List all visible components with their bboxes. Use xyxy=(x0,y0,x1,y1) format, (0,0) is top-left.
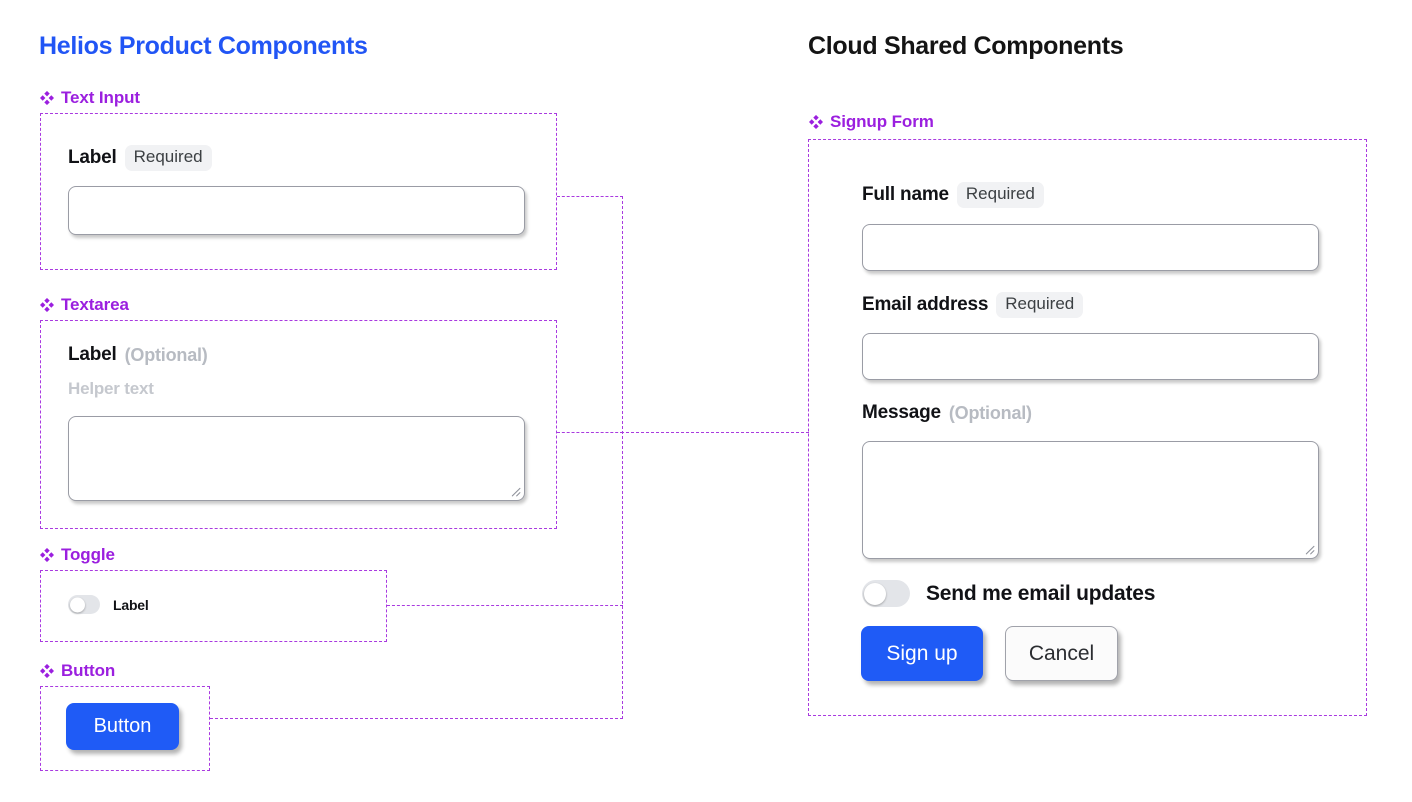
connector-to-signup-form xyxy=(621,432,809,433)
toggle-knob xyxy=(70,597,85,612)
textarea-helper-text: Helper text xyxy=(68,379,154,398)
connector-trunk-vertical xyxy=(622,196,623,719)
cancel-button[interactable]: Cancel xyxy=(1005,626,1118,681)
message-label-row: Message (Optional) xyxy=(862,402,1032,424)
section-label-text: Button xyxy=(61,661,116,680)
component-diamond-icon xyxy=(809,115,823,129)
message-label: Message xyxy=(862,402,941,423)
section-label-text: Textarea xyxy=(61,295,129,314)
message-textarea[interactable] xyxy=(862,441,1319,559)
full-name-input[interactable] xyxy=(862,224,1319,271)
email-label-row: Email address Required xyxy=(862,292,1084,318)
resize-grip-icon[interactable] xyxy=(1302,542,1315,555)
component-diamond-icon xyxy=(40,664,54,678)
email-updates-label: Send me email updates xyxy=(926,581,1156,605)
section-label-text: Text Input xyxy=(61,88,140,107)
connector-button-horizontal xyxy=(210,718,623,719)
frame-signup-form xyxy=(808,139,1367,716)
full-name-label-row: Full name Required xyxy=(862,182,1044,208)
textarea-optional-tag: (Optional) xyxy=(124,344,208,365)
component-diamond-icon xyxy=(40,91,54,105)
text-input-label: Label xyxy=(68,146,117,168)
email-input[interactable] xyxy=(862,333,1319,380)
component-diamond-icon xyxy=(40,548,54,562)
connector-textarea-horizontal xyxy=(557,432,623,433)
textarea-field[interactable] xyxy=(68,416,525,501)
text-input-label-row: Label Required xyxy=(68,145,212,171)
section-label-text-input: Text Input xyxy=(40,88,140,108)
demo-button[interactable]: Button xyxy=(66,703,179,750)
frame-button xyxy=(40,686,210,771)
resize-grip-icon[interactable] xyxy=(508,484,521,497)
connector-text-input-horizontal xyxy=(557,196,623,197)
email-updates-knob xyxy=(864,582,886,605)
section-label-text: Toggle xyxy=(61,545,115,564)
component-diamond-icon xyxy=(40,298,54,312)
email-updates-switch[interactable] xyxy=(862,580,910,607)
section-label-button: Button xyxy=(40,661,115,681)
frame-toggle xyxy=(40,570,387,642)
section-label-text: Signup Form xyxy=(830,112,934,131)
email-label: Email address xyxy=(862,293,989,315)
full-name-required-badge: Required xyxy=(956,182,1044,208)
toggle-row: Label xyxy=(68,595,149,614)
full-name-label: Full name xyxy=(862,183,949,205)
textarea-label-row: Label (Optional) xyxy=(68,344,208,366)
text-input-required-badge: Required xyxy=(124,145,212,171)
frame-text-input xyxy=(40,113,557,270)
email-updates-toggle-row: Send me email updates xyxy=(862,580,1155,607)
section-label-textarea: Textarea xyxy=(40,295,129,315)
section-label-toggle: Toggle xyxy=(40,545,115,565)
text-input-field[interactable] xyxy=(68,186,525,235)
page-title-cloud-shared: Cloud Shared Components xyxy=(808,32,1124,60)
message-optional-tag: (Optional) xyxy=(948,402,1032,423)
toggle-label: Label xyxy=(113,596,149,613)
section-label-signup-form: Signup Form xyxy=(809,112,934,132)
textarea-label: Label xyxy=(68,344,117,365)
toggle-switch[interactable] xyxy=(68,595,100,614)
sign-up-button[interactable]: Sign up xyxy=(861,626,983,681)
connector-toggle-horizontal xyxy=(387,605,623,606)
frame-textarea xyxy=(40,320,557,529)
email-required-badge: Required xyxy=(996,292,1084,318)
page-title-helios: Helios Product Components xyxy=(39,32,368,60)
